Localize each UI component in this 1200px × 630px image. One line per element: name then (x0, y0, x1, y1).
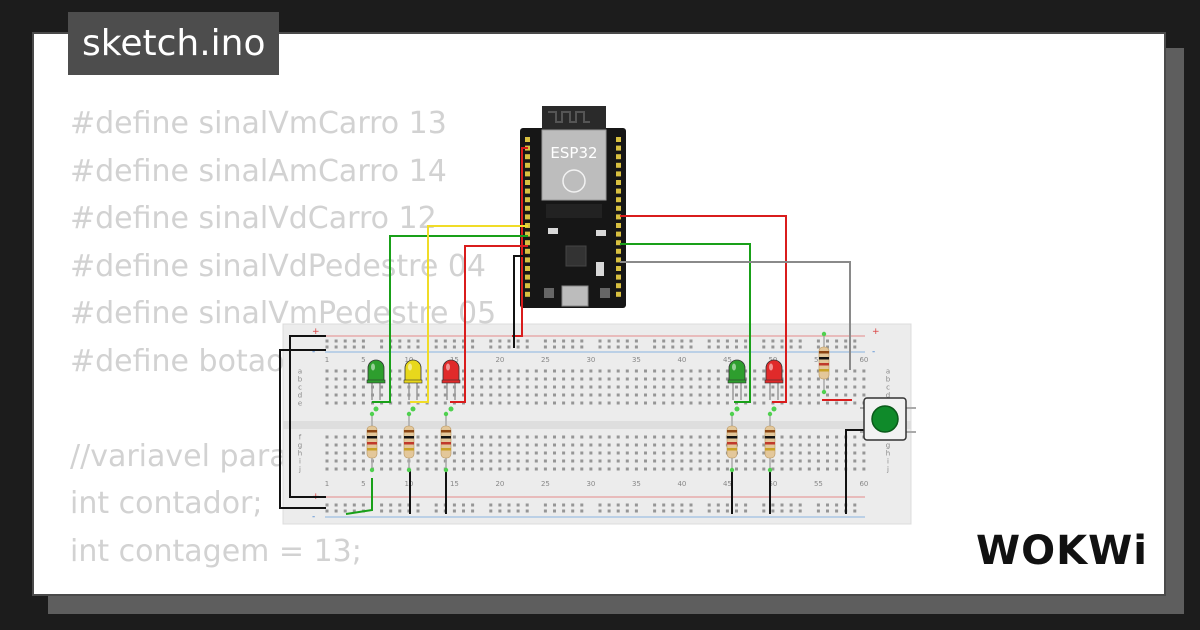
row-letter: j (886, 466, 889, 474)
code-line: int contagem = 13; (70, 533, 362, 569)
led-car-green[interactable] (366, 359, 386, 412)
row-letter: h (886, 450, 890, 458)
column-number: 30 (586, 480, 595, 488)
resistor[interactable] (366, 411, 378, 473)
code-line: //variavel para (70, 438, 288, 474)
column-number: 10 (404, 356, 413, 364)
rail-plus-label: + (872, 327, 880, 337)
sketch-filename-tab[interactable]: sketch.ino (68, 12, 280, 75)
column-number: 1 (325, 480, 329, 488)
column-number: 45 (723, 480, 732, 488)
rail-minus-label: - (312, 347, 315, 357)
column-number: 30 (586, 356, 595, 364)
wire-black-rail-left-2 (279, 349, 326, 509)
code-line: #define botao (70, 343, 285, 379)
wire-green-pedestrian (620, 243, 751, 403)
wokwi-logo[interactable]: WOKWi (976, 528, 1148, 576)
code-line: #define sinalVdPedestre 04 (70, 248, 487, 284)
column-number: 60 (859, 480, 868, 488)
column-number: 55 (814, 480, 823, 488)
wire-button-ground (845, 429, 866, 514)
column-number: 15 (450, 356, 459, 364)
wokwi-logo-text: WOKWi (976, 528, 1148, 574)
row-letter: a (298, 368, 302, 376)
led-pedestrian-red[interactable] (764, 359, 784, 412)
wire-green-car (372, 235, 528, 403)
row-letter: g (298, 442, 302, 450)
wire-red-power (512, 147, 528, 337)
column-number: 60 (859, 356, 868, 364)
wire-green-rail (345, 478, 373, 515)
row-letter: j (298, 466, 301, 474)
esp32-logo-icon (562, 169, 586, 193)
wire-red-pedestrian (620, 215, 787, 403)
wires (279, 147, 866, 515)
column-number: 1 (325, 356, 329, 364)
column-number: 40 (677, 480, 686, 488)
pushbutton[interactable] (860, 397, 916, 441)
usb-port (561, 285, 589, 307)
led-car-red[interactable] (441, 359, 461, 412)
leds (366, 359, 784, 412)
row-letter: b (886, 376, 891, 384)
code-line: #define sinalAmCarro 14 (70, 153, 447, 189)
column-number: 15 (450, 480, 459, 488)
column-number: 50 (768, 480, 777, 488)
esp32-label: ESP32 (550, 144, 597, 162)
resistor[interactable] (764, 411, 776, 473)
boot-button[interactable] (544, 288, 554, 298)
column-number: 45 (723, 356, 732, 364)
column-number: 5 (361, 480, 365, 488)
wire-red-car (450, 245, 528, 403)
column-number: 5 (361, 356, 365, 364)
rail-plus-label: + (312, 327, 320, 337)
wire-black-ground (513, 255, 528, 348)
resistor[interactable] (818, 331, 830, 395)
esp32-board[interactable]: ESP32 (520, 106, 626, 308)
resistor[interactable] (726, 411, 738, 473)
resistors (366, 331, 830, 473)
row-letter: a (886, 368, 890, 376)
resistor[interactable] (440, 411, 452, 473)
row-letter: b (298, 376, 303, 384)
rail-minus-label: - (872, 347, 875, 357)
column-number: 20 (495, 480, 504, 488)
code-line: #define sinalVdCarro 12 (70, 201, 437, 236)
reset-button[interactable] (600, 288, 610, 298)
row-letter: f (299, 434, 302, 442)
column-number: 20 (495, 356, 504, 364)
row-letter: d (298, 392, 302, 400)
row-letter: e (298, 400, 302, 408)
rail-minus-label: - (312, 512, 315, 522)
column-number: 25 (541, 356, 550, 364)
row-letter: g (886, 442, 890, 450)
led-car-yellow[interactable] (403, 359, 423, 412)
resistor[interactable] (403, 411, 415, 473)
code-preview: #define sinalVmCarro 13 #define sinalAmCa… (70, 100, 496, 575)
code-line: int contador; (70, 486, 263, 521)
breadboard: 1155101015152020252530303535404045455050… (282, 323, 912, 525)
wire-black-rail-left (289, 335, 326, 498)
column-number: 35 (632, 356, 641, 364)
code-line: #define sinalVmCarro 13 (70, 106, 447, 141)
row-letter: i (299, 458, 301, 466)
row-letter: c (298, 384, 302, 392)
column-number: 25 (541, 480, 550, 488)
column-number: 10 (404, 480, 413, 488)
row-letter: h (298, 450, 302, 458)
wire-yellow-car (410, 225, 528, 403)
row-letter: i (887, 458, 889, 466)
led-pedestrian-green[interactable] (727, 359, 747, 412)
column-number: 55 (814, 356, 823, 364)
row-letter: c (886, 384, 890, 392)
breadboard-column-numbers: 1155101015152020252530303535404045455050… (325, 356, 869, 488)
row-letter: d (886, 392, 890, 400)
wire-gray-button (620, 261, 851, 370)
pushbutton-cap[interactable] (871, 405, 899, 433)
column-number: 35 (632, 480, 641, 488)
column-number: 40 (677, 356, 686, 364)
